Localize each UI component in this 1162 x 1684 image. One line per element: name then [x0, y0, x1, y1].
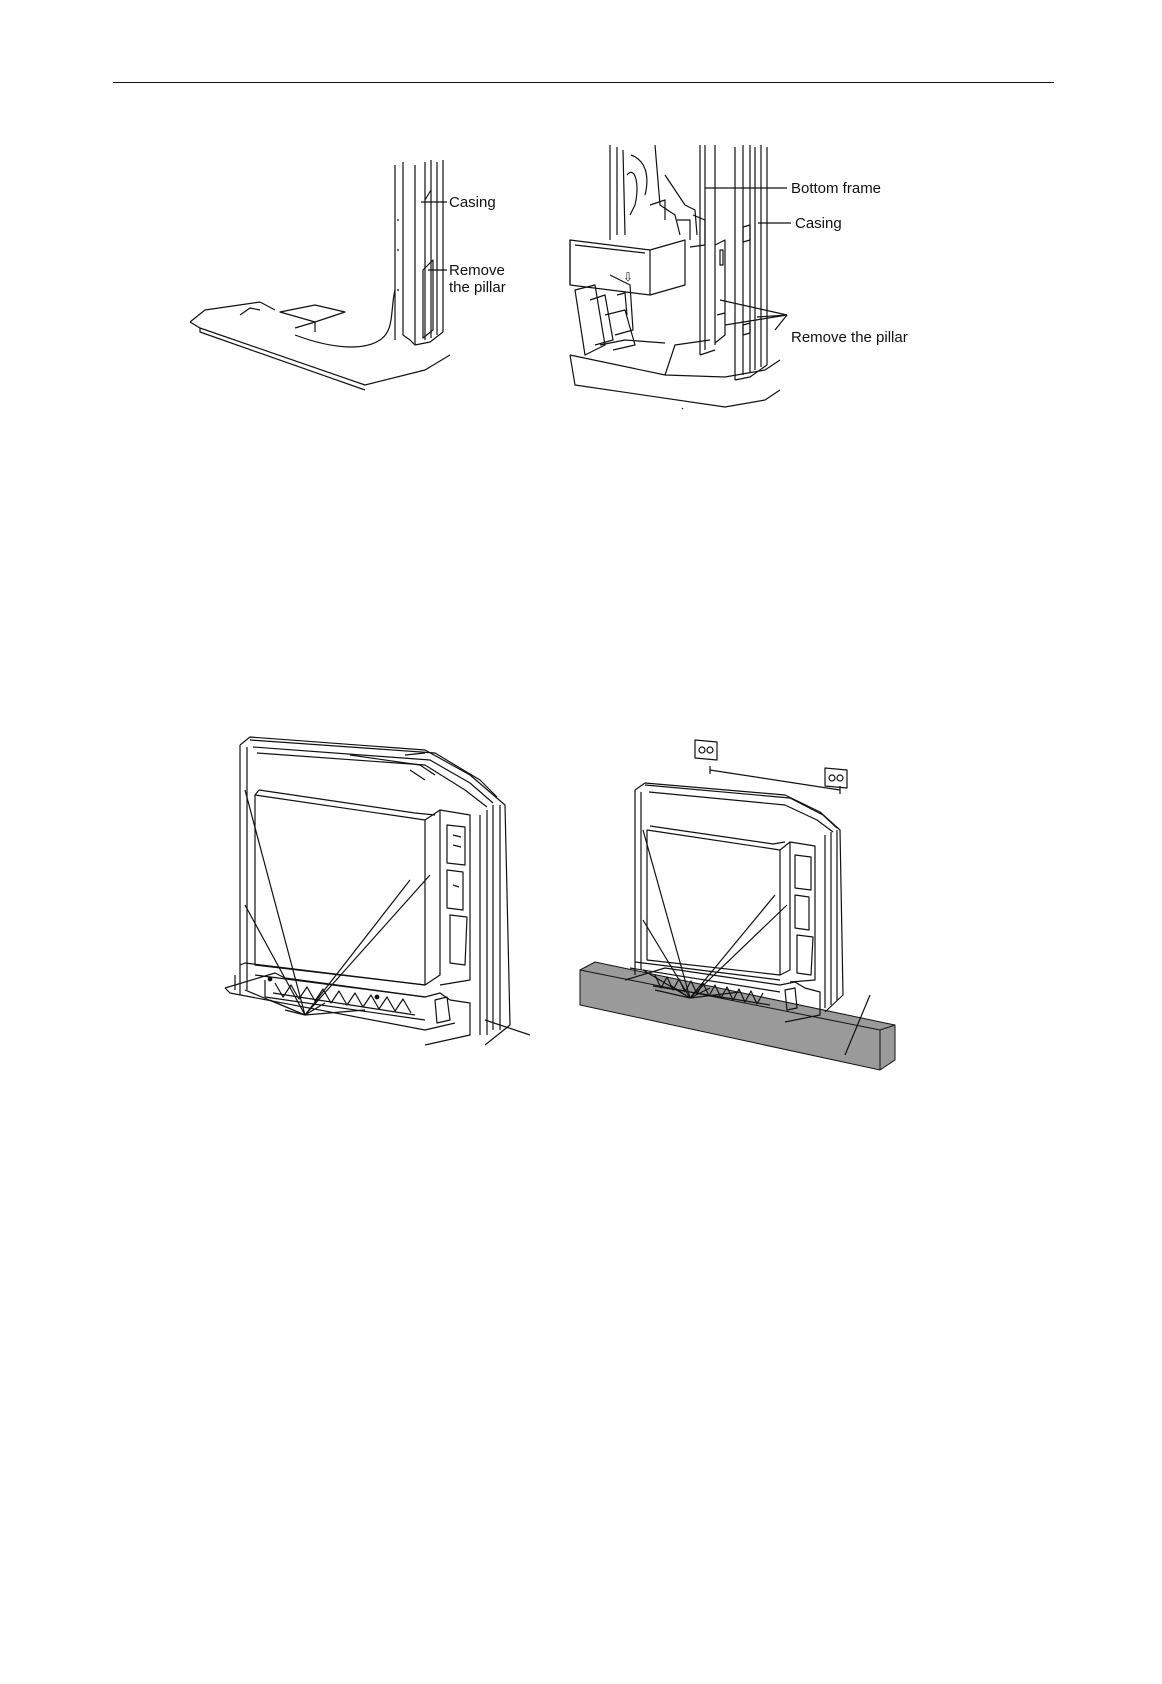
- figure-unit-hangers-floor-right: [575, 730, 915, 1075]
- casing-label-right: Casing: [795, 215, 842, 232]
- remove-pillar-label-right: Remove the pillar: [791, 329, 908, 346]
- figure-unit-screws-left: [225, 735, 530, 1065]
- casing-label: Casing: [449, 194, 496, 211]
- figure-casing-pillar-left: Casing Remove the pillar: [185, 160, 545, 400]
- header-rule: [113, 82, 1054, 83]
- remove-pillar-label-line2: the pillar: [449, 279, 506, 296]
- bottom-frame-label: Bottom frame: [791, 180, 881, 197]
- remove-pillar-label-line1: Remove: [449, 262, 505, 279]
- figure-bottom-frame-casing-right: ⇩: [565, 145, 985, 410]
